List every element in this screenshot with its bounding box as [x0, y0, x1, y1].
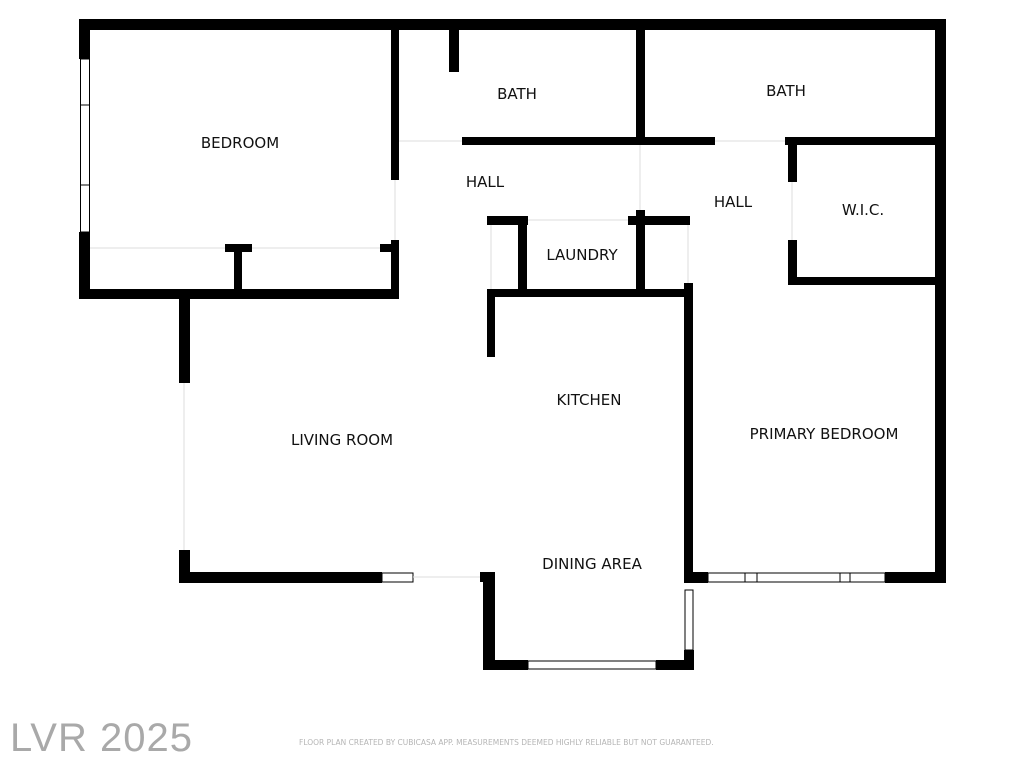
wall-left-bottom — [79, 232, 90, 299]
room-label-kitchen: KITCHEN — [556, 391, 622, 409]
wall-left-top — [79, 19, 90, 59]
wic-left-wall — [788, 145, 797, 182]
watermark: LVR 2025 — [10, 716, 193, 760]
primary-left-wall — [684, 283, 693, 583]
room-label-bath: BATH — [766, 82, 806, 100]
laundry-right-wall — [636, 210, 645, 292]
living-left-wall — [179, 550, 190, 583]
laundry-top-wall — [628, 216, 690, 225]
walls — [79, 19, 946, 670]
disclaimer: FLOOR PLAN CREATED BY CUBICASA APP. MEAS… — [299, 738, 714, 747]
living-bottom-wall — [179, 572, 382, 583]
room-label-dining-area: DINING AREA — [542, 555, 642, 573]
closet-divider — [234, 244, 242, 292]
bath2-bottom-wall — [645, 137, 715, 145]
living-left-wall — [179, 296, 190, 383]
room-label-bedroom: BEDROOM — [200, 134, 280, 152]
room-label-laundry: LAUNDRY — [546, 246, 618, 264]
bath-stub — [449, 30, 459, 72]
room-label-wic: W.I.C. — [841, 201, 885, 219]
closet-wall — [380, 244, 399, 252]
room-label-hall: HALL — [465, 173, 505, 191]
wall-top — [79, 19, 946, 30]
kitchen-stub — [487, 289, 495, 357]
bath2-bottom-wall — [785, 137, 946, 145]
room-label-bath: BATH — [497, 85, 537, 103]
wic-bottom-wall — [788, 277, 946, 285]
dining-bottom-wall — [656, 660, 694, 670]
laundry-left-wall — [518, 216, 527, 292]
door-openings — [90, 140, 793, 578]
bedroom-right-wall-lower — [391, 240, 399, 299]
dining-left-wall — [483, 572, 495, 670]
bedroom-bottom-wall — [79, 289, 399, 299]
kitchen-top-wall — [487, 289, 693, 297]
room-label-living-room: LIVING ROOM — [290, 431, 394, 449]
windows — [80, 58, 886, 670]
room-label-primary-bedroom: PRIMARY BEDROOM — [749, 425, 899, 443]
room-label-hall: HALL — [713, 193, 753, 211]
laundry-top-wall — [487, 216, 528, 225]
wic-left-wall — [788, 240, 797, 285]
dining-bottom-wall — [483, 660, 528, 670]
primary-bottom-wall — [885, 572, 946, 583]
bath-divider — [636, 30, 645, 145]
wall-right — [935, 19, 946, 583]
bath-bottom-wall — [462, 137, 640, 145]
bedroom-right-wall — [391, 30, 399, 180]
primary-bottom-wall — [684, 572, 708, 583]
